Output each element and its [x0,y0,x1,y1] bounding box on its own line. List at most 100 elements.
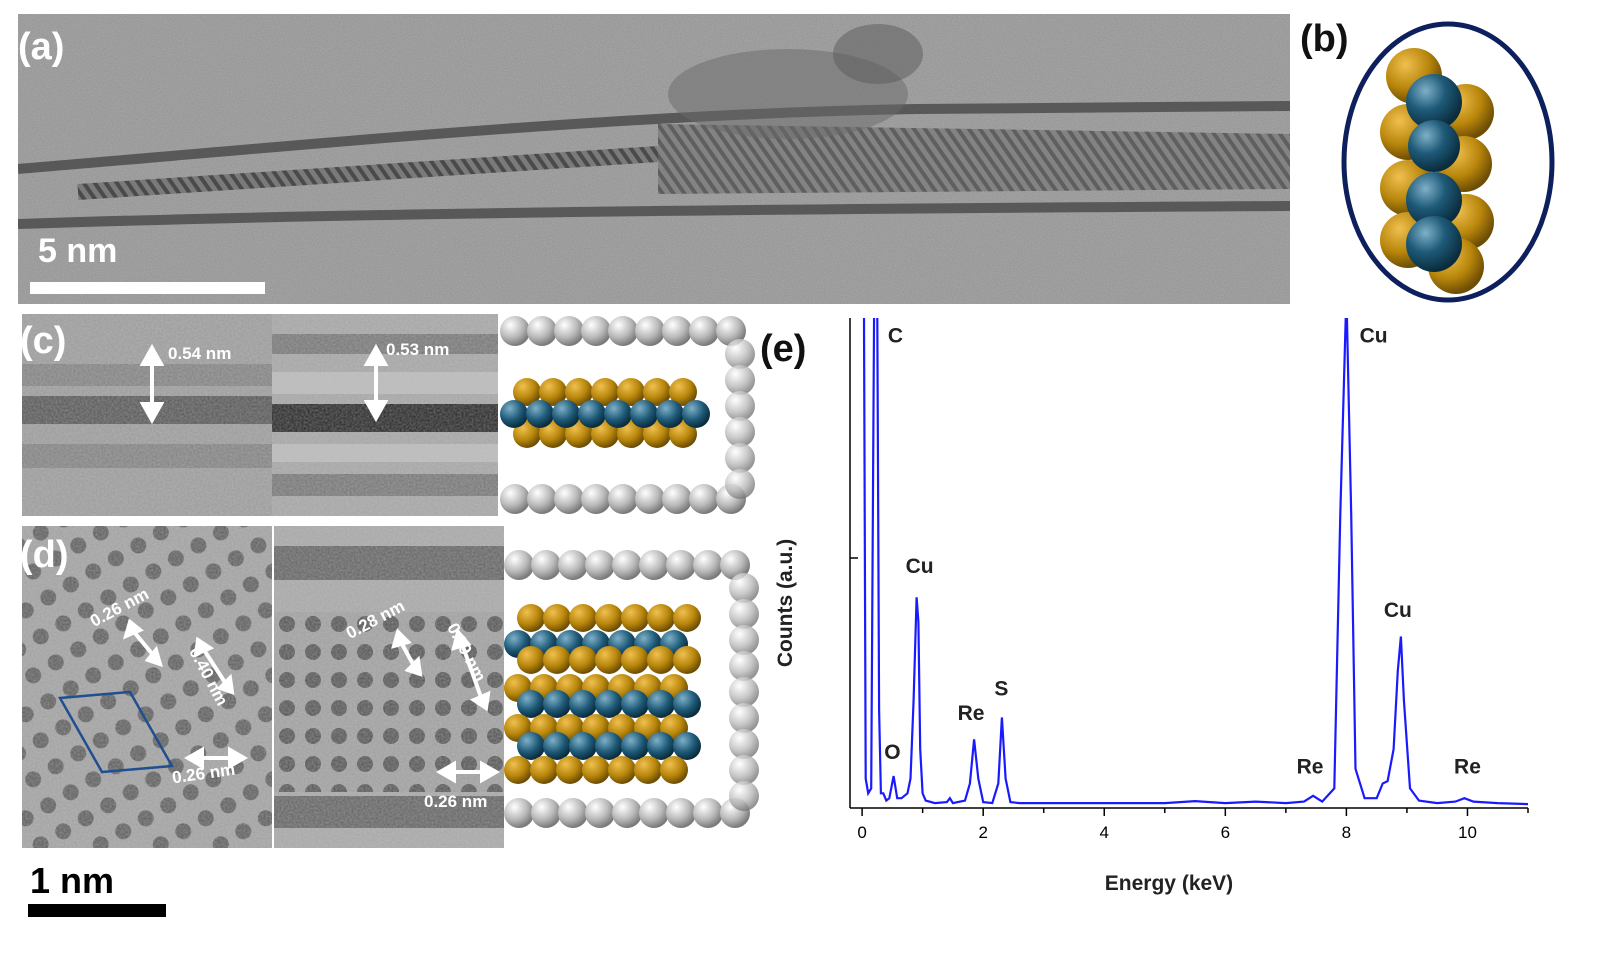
panel-c-right-art [272,314,498,516]
panel-c-carbon-atom [725,391,755,421]
panel-c-re-atom [604,400,632,428]
panel-c-label: (c) [22,320,67,362]
panel-d-re-atom [569,732,597,760]
panel-b-structure-model: (b) [1296,14,1618,306]
panel-d-s-atom [608,756,636,784]
panel-c-s-atom [617,378,645,406]
panel-d-s-atom [582,756,610,784]
peak-label-o: O [884,741,900,764]
panel-d-carbon-atom [639,550,669,580]
panel-c-re-atom [500,400,528,428]
panel-c-carbon-atom [581,316,611,346]
panel-c-s-atom [565,378,593,406]
panel-d-s-atom [517,646,545,674]
panel-c-model-art [500,316,755,514]
peak-label-s: S [994,677,1008,700]
panel-d-s-atom [634,756,662,784]
panel-c-nanotube-model [500,314,760,516]
panel-e-label: (e) [760,328,807,370]
panel-c-tem-right: 0.53 nm [272,314,498,516]
panel-d-carbon-atom [666,798,696,828]
panel-c-re-atom [630,400,658,428]
panel-d-s-atom [595,604,623,632]
panel-c-s-atom [669,378,697,406]
panel-d-s-atom [530,756,558,784]
panel-d-carbon-atom [729,729,759,759]
panel-d-s-atom [569,646,597,674]
panel-d-s-atom [543,646,571,674]
panel-c-carbon-atom [527,316,557,346]
panel-d-s-atom [673,604,701,632]
panel-d-right-art [274,526,504,848]
panel-c-s-atom [643,420,671,448]
panel-c-measure-right: 0.53 nm [386,340,450,359]
panel-d-re-atom [595,732,623,760]
panel-d-carbon-atom [729,677,759,707]
panel-b-ellipse [1341,21,1555,303]
panel-d-re-atom [673,690,701,718]
panel-d-unit-cell [57,690,175,774]
panel-c-s-atom [591,420,619,448]
panel-d-s-atom [569,604,597,632]
panel-d-carbon-atom [729,781,759,811]
panel-d-re-atom [517,732,545,760]
x-tick-label: 4 [1100,823,1109,842]
panel-d-carbon-atom [612,550,642,580]
panel-c-carbon-atom [554,316,584,346]
panel-c-carbon-atom [608,316,638,346]
panel-d-re-atom [673,732,701,760]
panel-a-image-art [18,14,1290,304]
peak-label-cu: Cu [1360,325,1388,348]
panel-c-s-atom [591,378,619,406]
panel-c-s-atom [643,378,671,406]
x-tick-label: 10 [1458,823,1477,842]
peak-label-re: Re [958,702,985,725]
x-tick-label: 6 [1221,823,1230,842]
panel-d-re-atom [647,690,675,718]
panel-c-re-atom [552,400,580,428]
panel-d-label: (d) [22,534,69,576]
panel-c-carbon-atom [725,339,755,369]
peak-label-cu: Cu [906,555,934,578]
panel-c-re-atom [656,400,684,428]
x-tick-label: 0 [857,823,866,842]
panel-c-s-atom [539,420,567,448]
panel-a-scalebar-label: 5 nm [38,232,118,270]
panel-cd-scalebar [28,904,166,917]
x-axis-label: Energy (keV) [1105,872,1233,895]
panel-a-tem-image: (a) 5 nm [18,14,1290,304]
panel-d-re-atom [517,690,545,718]
panel-d-s-atom [504,756,532,784]
panel-c-re-atom [578,400,606,428]
panel-d-right-arrows [391,627,501,784]
panel-c-carbon-atom [554,484,584,514]
panel-c-carbon-atom [581,484,611,514]
panel-c-measure-left: 0.54 nm [168,344,232,363]
panel-c-right-arrow [363,343,389,423]
peak-label-cu: Cu [1384,599,1412,622]
panel-c-s-atom [617,420,645,448]
panel-d-s-atom [660,756,688,784]
panel-c-carbon-atom [662,316,692,346]
panel-a-label: (a) [18,26,65,68]
panel-c-carbon-atom [635,316,665,346]
panel-d-re-atom [595,690,623,718]
panel-d-carbon-atom [729,703,759,733]
panel-d-re-atom [543,690,571,718]
panel-d-re-atom [621,690,649,718]
panel-d-carbon-atom [612,798,642,828]
panel-d-carbon-atom [729,599,759,629]
panel-d-re-atom [647,732,675,760]
panel-d-carbon-atom [531,550,561,580]
panel-c-left-art [22,314,272,516]
panel-d-carbon-atom [558,550,588,580]
panel-d-carbon-atom [558,798,588,828]
panel-d-s-atom [673,646,701,674]
panel-d-carbon-atom [585,798,615,828]
panel-d-carbon-atom [729,625,759,655]
peak-label-re: Re [1454,756,1481,779]
panel-d-carbon-atom [639,798,669,828]
y-axis-label: Counts (a.u.) [774,539,797,667]
